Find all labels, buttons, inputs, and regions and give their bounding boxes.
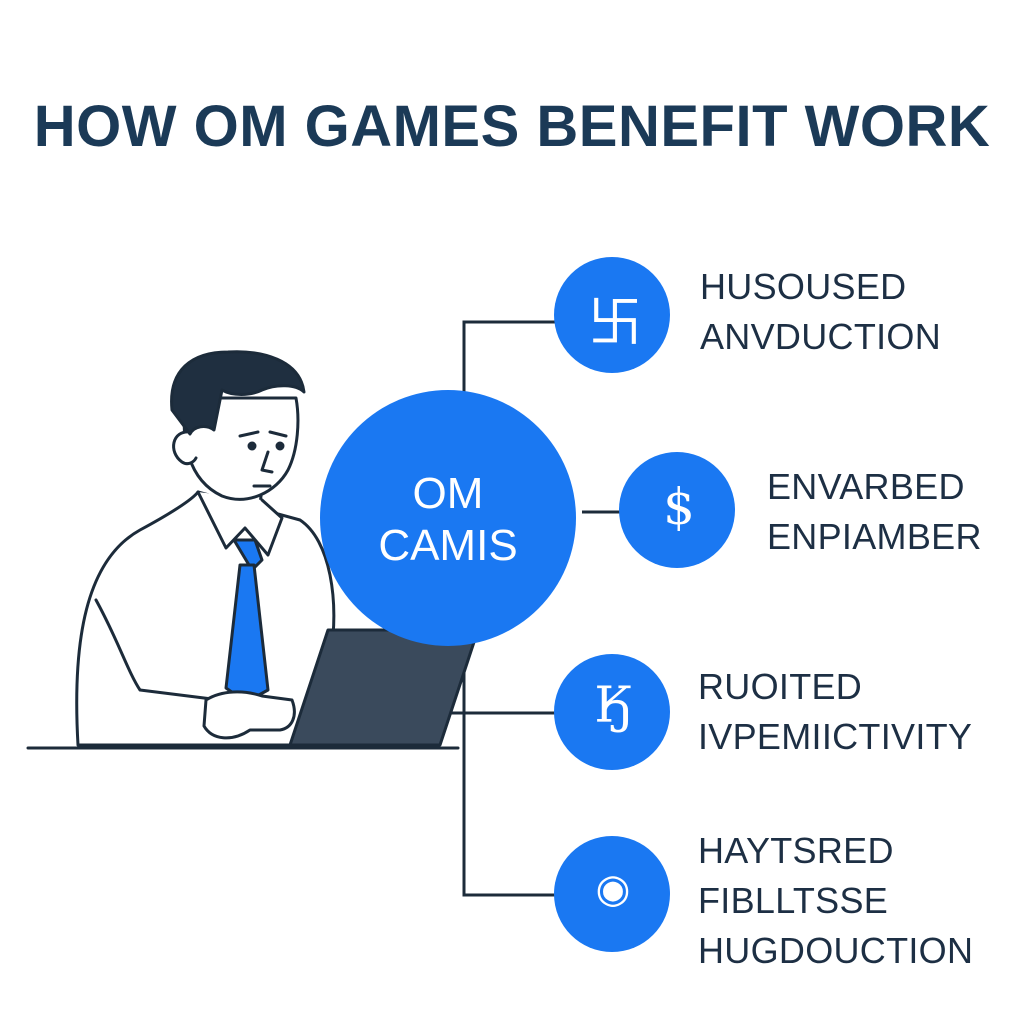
benefit-label-line: ENVARBED [767, 466, 965, 507]
center-label-line1: OM [412, 469, 484, 518]
connector-line [462, 320, 556, 405]
connector-lines [438, 320, 622, 897]
benefit-label-line: HAYTSRED [698, 830, 894, 871]
benefit-circle-1 [619, 452, 735, 568]
circle-face-icon: ◉ [595, 866, 631, 912]
connector-line [462, 632, 556, 897]
benefit-circle-2 [554, 654, 670, 770]
benefit-label-2: RUOITED IVPEMIICTIVITY [698, 662, 972, 762]
dollar-icon: $ [663, 478, 695, 536]
benefit-label-1: ENVARBED ENPIAMBER [767, 462, 982, 562]
center-label: OM CAMIS [322, 468, 574, 572]
center-circle [320, 390, 576, 646]
tie-knot [232, 538, 264, 572]
figure-icon: 卐 [588, 291, 642, 354]
page-title: HOW OM GAMES BENEFIT WORK [33, 94, 991, 159]
eye [275, 441, 285, 451]
nose [260, 450, 274, 474]
runner-icon: Ӄ [594, 676, 632, 734]
center-label-line2: CAMIS [378, 521, 518, 570]
benefit-label-0: HUSOUSED ANVDUCTION [700, 262, 941, 362]
benefit-label-line: RUOITED [698, 666, 863, 707]
benefit-label-line: ANVDUCTION [700, 316, 942, 357]
benefit-label-line: ENPIAMBER [767, 516, 982, 557]
benefit-label-line: HUSOUSED [700, 266, 907, 307]
eye [247, 441, 257, 451]
eyebrow [238, 430, 260, 438]
benefit-label-line: FIBLLTSSE [698, 880, 889, 921]
hair [170, 350, 306, 436]
benefit-label-3: HAYTSRED FIBLLTSSE HUGDOUCTION [698, 826, 973, 976]
ear [172, 430, 198, 466]
benefit-circle-3 [554, 836, 670, 952]
person-illustration [26, 350, 480, 750]
eyebrow [268, 430, 288, 438]
arm [94, 598, 222, 702]
benefit-label-line: HUGDOUCTION [698, 930, 974, 971]
benefit-label-line: IVPEMIICTIVITY [698, 716, 973, 757]
benefit-circle-0 [554, 257, 670, 373]
hand [202, 690, 296, 740]
